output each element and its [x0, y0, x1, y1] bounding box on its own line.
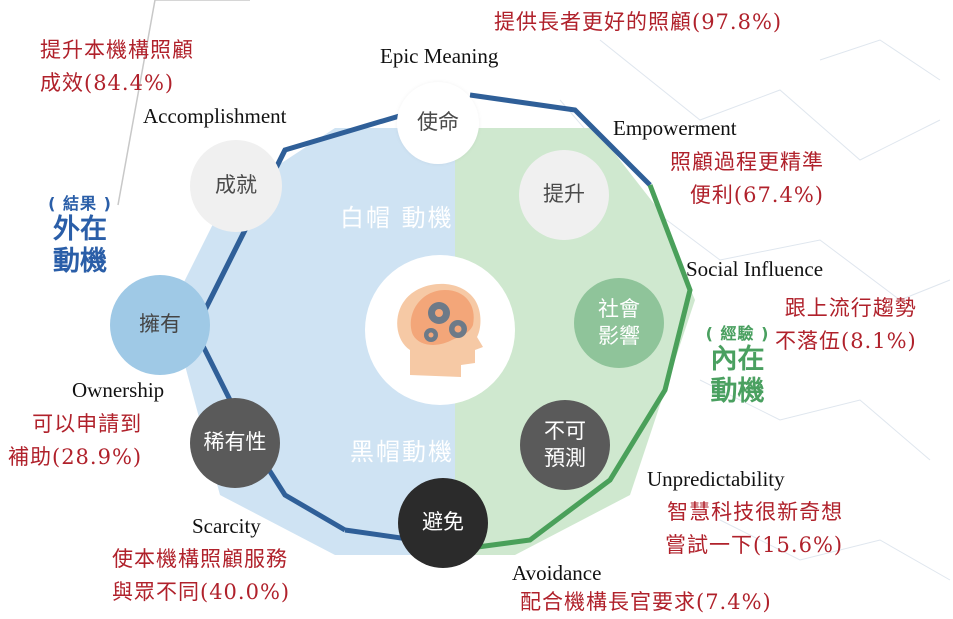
result-line: 不落伍(8.1%)	[775, 328, 917, 353]
result-avoidance: 配合機構長官要求(7.4%)	[520, 586, 772, 619]
drive-circle-unpredictability: 不可 預測	[520, 400, 610, 490]
label-social-influence: Social Influence	[686, 257, 824, 281]
intrinsic-line2: 動機	[710, 376, 765, 408]
label-empowerment: Empowerment	[613, 116, 737, 140]
result-line: 可以申請到	[32, 412, 143, 436]
result-line: 使本機構照顧服務	[112, 547, 288, 571]
intrinsic-line1: 內在	[710, 344, 765, 375]
result-line: 提供長者更好的照顧(97.8%)	[494, 10, 783, 34]
label-scarcity: Scarcity	[192, 514, 261, 538]
result-line: 成效(84.4%)	[40, 70, 175, 95]
result-line: 嘗試一下(15.6%)	[665, 532, 844, 557]
result-ownership: 可以申請到 補助(28.9%)	[8, 408, 142, 473]
result-scarcity: 使本機構照顧服務 與眾不同(40.0%)	[112, 543, 290, 608]
label-unpredictability: Unpredictability	[647, 467, 785, 491]
extrinsic-subtitle: ( 結果 )	[48, 194, 112, 213]
extrinsic-line1: 外在	[53, 214, 107, 245]
white-hat-label: 白帽 動機	[340, 204, 454, 232]
result-line: 配合機構長官要求(7.4%)	[520, 590, 772, 614]
drive-circle-scarcity: 稀有性	[190, 398, 280, 488]
callout-line	[117, 0, 156, 206]
extrinsic-line2: 動機	[53, 246, 107, 278]
result-line: 與眾不同(40.0%)	[112, 579, 291, 604]
label-epic-meaning: Epic Meaning	[380, 44, 499, 68]
black-hat-label: 黑帽動機	[350, 438, 454, 466]
drive-circle-accomplishment: 成就	[190, 140, 282, 232]
result-line: 智慧科技很新奇想	[667, 500, 844, 524]
drive-circle-epic-meaning: 使命	[397, 82, 479, 164]
result-social-influence: 跟上流行趨勢 不落伍(8.1%)	[775, 292, 917, 357]
drive-circle-avoidance: 避免	[398, 478, 488, 568]
label-accomplishment: Accomplishment	[143, 104, 287, 128]
intrinsic-motivation-label: ( 經驗 ) 內在 動機	[690, 320, 785, 409]
result-empowerment: 照顧過程更精準 便利(67.4%)	[670, 146, 824, 211]
intrinsic-subtitle: ( 經驗 )	[705, 324, 770, 343]
drive-circle-ownership: 擁有	[110, 275, 210, 375]
result-unpredictability: 智慧科技很新奇想 嘗試一下(15.6%)	[665, 496, 843, 561]
result-line: 提升本機構照顧	[40, 38, 194, 62]
result-line: 跟上流行趨勢	[784, 296, 917, 320]
extrinsic-motivation-label: ( 結果 ) 外在 動機	[30, 190, 130, 279]
head-gears-icon	[365, 255, 515, 405]
intrinsic-region	[455, 128, 695, 555]
result-accomplishment: 提升本機構照顧 成效(84.4%)	[40, 34, 194, 99]
label-avoidance: Avoidance	[512, 561, 602, 585]
label-ownership: Ownership	[72, 378, 165, 402]
drive-circle-empowerment: 提升	[519, 150, 609, 240]
result-line: 照顧過程更精準	[670, 150, 824, 174]
result-line: 補助(28.9%)	[8, 444, 143, 469]
result-line: 便利(67.4%)	[689, 182, 824, 207]
result-epic-meaning: 提供長者更好的照顧(97.8%)	[494, 6, 782, 39]
drive-circle-social-influence: 社會 影響	[574, 278, 664, 368]
